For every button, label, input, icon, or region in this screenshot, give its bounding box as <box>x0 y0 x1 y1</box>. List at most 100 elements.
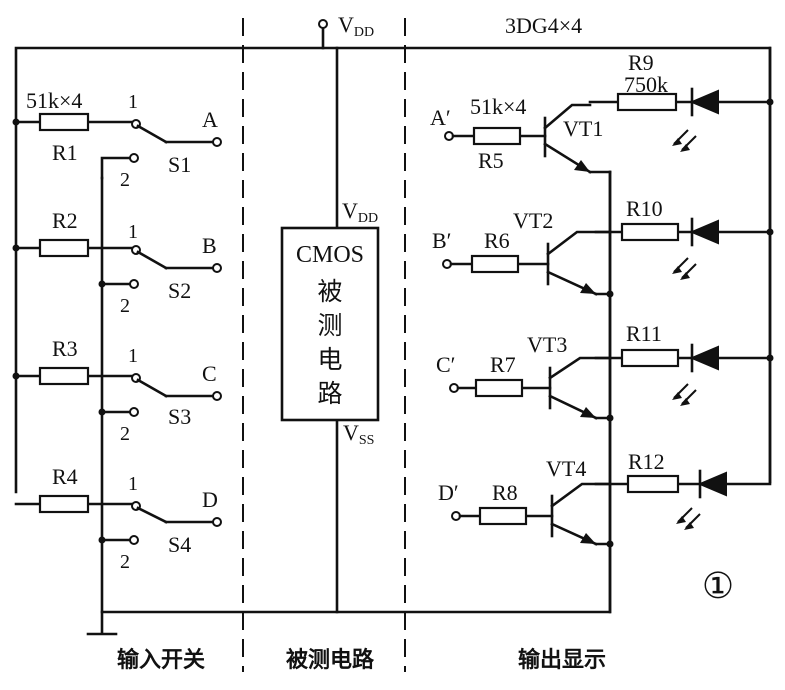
resistor-r5 <box>472 126 522 146</box>
cmos-ic-block <box>280 226 380 422</box>
s4-pos2-label: 2 <box>120 551 130 573</box>
junction-dot <box>766 228 774 236</box>
resistor-r9 <box>616 92 678 112</box>
resistor-r5-label: R5 <box>478 148 504 173</box>
s3-blade <box>136 378 168 398</box>
figure-number-label: ① <box>702 566 734 607</box>
resistor-r8-label: R8 <box>492 480 518 505</box>
output-d-terminal <box>212 517 222 527</box>
output-c-label: C <box>202 361 217 386</box>
cmos-label: CMOS <box>296 242 364 268</box>
resistor-r8 <box>478 506 528 526</box>
ic-text-1: 被 <box>317 277 342 306</box>
output-b-label: B <box>202 233 217 258</box>
junction-dot <box>98 536 106 544</box>
input-d-prime-label: D′ <box>438 480 459 505</box>
section-circuit-label: 被测电路 <box>286 647 375 673</box>
vt3-emitter-arrow <box>580 407 596 418</box>
vt1-emitter-arrow <box>574 160 590 172</box>
s2-pos1-label: 1 <box>128 221 138 243</box>
s1-pos2-contact <box>129 153 139 163</box>
input-row-2: R2 1 2 B S2 <box>12 208 222 317</box>
resistor-r3-label: R3 <box>52 336 78 361</box>
led-1 <box>689 89 719 115</box>
s2-blade <box>136 250 168 270</box>
resistor-r7 <box>474 378 524 398</box>
output-a-terminal <box>212 137 222 147</box>
light-rays-icon <box>672 383 697 406</box>
light-rays-icon <box>676 507 701 530</box>
junction-dot <box>766 354 774 362</box>
section-output-label: 输出显示 <box>518 647 606 673</box>
section-input-label: 输入开关 <box>117 647 205 673</box>
junction-dot <box>606 540 614 548</box>
s4-pos1-label: 1 <box>128 473 138 495</box>
ic-text-4: 路 <box>317 379 342 408</box>
junction-dot <box>766 98 774 106</box>
vt4-collector <box>550 482 612 508</box>
output-channel-4: D′ R8 VT4 R12 <box>438 449 772 548</box>
s3-pos2-label: 2 <box>120 423 130 445</box>
input-row-1: R1 1 2 A S1 <box>12 91 222 191</box>
s1-pos2-wire <box>100 156 132 180</box>
s4-blade <box>136 506 168 524</box>
output-channel-1: A′ R5 VT1 R9 <box>430 50 774 174</box>
resistor-r7-label: R7 <box>490 352 516 377</box>
resistor-r4 <box>38 494 90 514</box>
resistor-r1-label: R1 <box>52 140 78 165</box>
vdd-ic-label: VDD <box>342 198 378 226</box>
resistor-r9-label: R9 <box>628 50 654 75</box>
resistor-r2 <box>38 238 90 258</box>
vt1-collector <box>543 103 592 130</box>
output-channel-2: B′ R6 VT2 R10 <box>432 196 774 298</box>
light-rays-icon <box>672 129 697 152</box>
resistor-r12-label: R12 <box>628 449 665 474</box>
junction-dot <box>98 280 106 288</box>
vt4-label: VT4 <box>546 456 586 481</box>
resistor-r6-label: R6 <box>484 228 510 253</box>
s1-pos2-label: 2 <box>120 169 130 191</box>
switch-s2-label: S2 <box>168 278 191 303</box>
vt2-collector <box>546 230 612 256</box>
led-4 <box>697 471 727 497</box>
vdd-top-terminal <box>318 19 328 29</box>
output-b-terminal <box>212 263 222 273</box>
junction-dot <box>606 414 614 422</box>
s3-pos2-contact <box>129 407 139 417</box>
resistor-r3 <box>38 366 90 386</box>
input-b-prime-label: B′ <box>432 228 452 253</box>
resistor-r1 <box>38 112 90 132</box>
switch-s4-label: S4 <box>168 532 191 557</box>
vdd-top-label: VDD <box>338 12 374 40</box>
junction-dot <box>606 290 614 298</box>
ic-text-3: 电 <box>317 345 342 374</box>
output-c-terminal <box>212 391 222 401</box>
light-rays-icon <box>672 257 697 280</box>
input-row-4: R4 1 2 D S4 <box>14 464 222 573</box>
resistor-r10 <box>620 222 680 242</box>
input-c-prime-label: C′ <box>436 352 456 377</box>
led-2 <box>689 219 719 245</box>
led-3 <box>689 345 719 371</box>
resistor-r10-label: R10 <box>626 196 663 221</box>
output-channel-3: C′ R7 VT3 R11 <box>436 321 774 422</box>
vss-label: VSS <box>343 420 374 448</box>
transistor-type-label: 3DG4×4 <box>505 13 582 38</box>
s2-pos2-contact <box>129 279 139 289</box>
vt3-collector <box>548 356 612 380</box>
resistor-r6 <box>470 254 520 274</box>
vt2-emitter-arrow <box>580 283 596 294</box>
switch-s1-label: S1 <box>168 152 191 177</box>
vt3-label: VT3 <box>527 332 567 357</box>
output-a-label: A <box>202 107 218 132</box>
r-led-value-label: 750k <box>624 72 668 97</box>
output-d-label: D <box>202 487 218 512</box>
s1-pos1-label: 1 <box>128 91 138 113</box>
r-base-value-label: 51k×4 <box>470 94 526 119</box>
vt2-label: VT2 <box>513 208 553 233</box>
input-a-prime-label: A′ <box>430 105 451 130</box>
switch-s3-label: S3 <box>168 404 191 429</box>
vt1-label: VT1 <box>563 116 603 141</box>
